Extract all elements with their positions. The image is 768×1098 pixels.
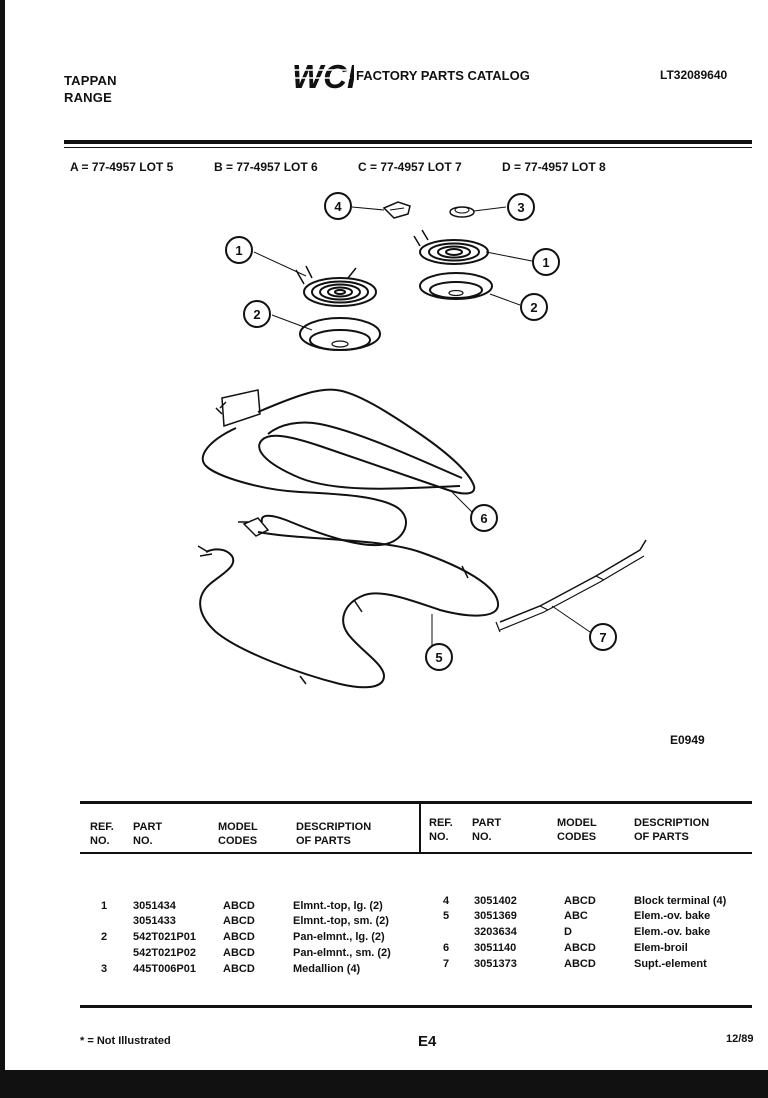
table-rule-top	[80, 801, 752, 804]
callout-circle-1a	[225, 236, 253, 264]
lot-code-c: C = 77-4957 LOT 7	[358, 160, 462, 174]
header-ref-right: REF.NO.	[429, 817, 453, 843]
catalog-title: FACTORY PARTS CATALOG	[356, 68, 530, 83]
callout-label-6: 6	[480, 511, 487, 526]
callout-label-7: 7	[599, 630, 606, 645]
callout-label-2a: 2	[253, 307, 260, 322]
callout-label-4: 4	[334, 199, 342, 214]
callout-label-5: 5	[435, 650, 442, 665]
wci-logo-text: WCI	[292, 58, 354, 94]
product-type: RANGE	[64, 90, 112, 105]
callout-circle-2a	[243, 300, 271, 328]
callout-label-3: 3	[517, 200, 524, 215]
lot-code-a: A = 77-4957 LOT 5	[70, 160, 174, 174]
callout-label-1b: 1	[542, 255, 549, 270]
exploded-parts-diagram: 4 3 1 1 2 2 6 5 7	[197, 192, 647, 689]
surface-element-large-drawing	[295, 265, 377, 307]
broil-element-drawing	[201, 388, 476, 547]
block-terminal-drawing	[382, 201, 411, 219]
table-header-divider	[419, 804, 421, 852]
callout-circles	[225, 192, 617, 671]
header-rule-thin	[64, 147, 752, 148]
bake-element-drawing	[197, 517, 500, 689]
callout-circle-7	[589, 623, 617, 651]
callout-leaders	[253, 206, 591, 650]
lot-code-b: B = 77-4957 LOT 6	[214, 160, 318, 174]
callout-circle-3	[507, 193, 535, 221]
table-rule-header	[80, 852, 752, 854]
scan-edge-bottom	[0, 1070, 768, 1098]
callout-circle-2b	[520, 293, 548, 321]
callout-circle-6	[470, 504, 498, 532]
page-number: E4	[418, 1033, 437, 1050]
drip-pan-small-drawing	[419, 272, 493, 300]
header-ref-left: REF.NO.	[90, 821, 114, 847]
callout-circle-1b	[532, 248, 560, 276]
surface-element-small-drawing	[413, 229, 489, 265]
figure-code: E0949	[670, 733, 705, 747]
medallion-drawing	[449, 206, 475, 218]
wci-logo: WCI	[292, 58, 354, 94]
callout-circle-4	[324, 192, 352, 220]
callout-label-1a: 1	[235, 243, 242, 258]
not-illustrated-note: * = Not Illustrated	[80, 1035, 171, 1047]
brand-name: TAPPAN	[64, 73, 117, 88]
header-rule	[64, 140, 752, 144]
lot-code-d: D = 77-4957 LOT 8	[502, 160, 606, 174]
table-rule-bottom	[80, 1005, 752, 1008]
callout-label-2b: 2	[530, 300, 537, 315]
element-support-drawing	[495, 539, 647, 633]
callout-circle-5	[425, 643, 453, 671]
catalog-code: LT32089640	[660, 68, 728, 82]
scan-edge-left	[0, 0, 5, 1098]
drip-pan-large-drawing	[299, 317, 381, 351]
catalog-date: 12/89	[726, 1033, 754, 1045]
brand-block: TAPPAN RANGE	[64, 72, 117, 106]
